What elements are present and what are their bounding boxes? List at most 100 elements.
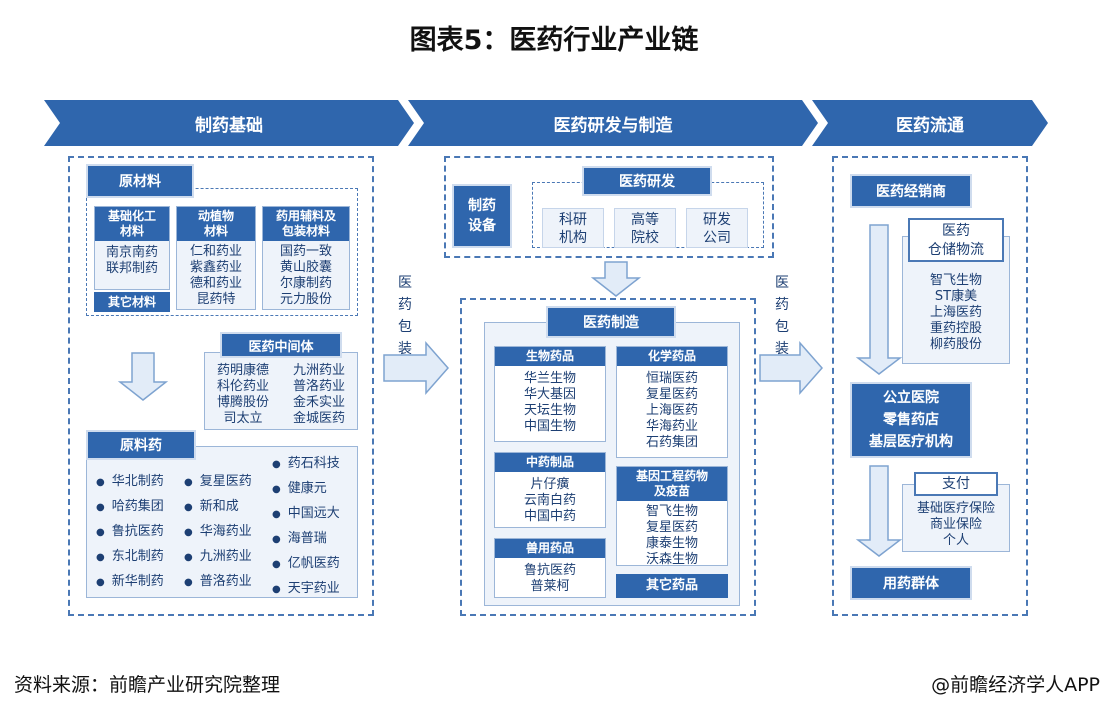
intermediate-item: 九洲药业 xyxy=(292,363,345,378)
api-item: 东北制药 xyxy=(96,545,182,570)
gene-item: 沃森生物 xyxy=(645,552,698,567)
payment-item: 商业保险 xyxy=(929,517,982,532)
chem-item: 恒瑞医药 xyxy=(645,371,698,386)
manufacturing-header: 医药制造 xyxy=(546,306,676,338)
chem-item: 华海药业 xyxy=(645,419,698,434)
plant-materials-label: 动植物 材料 xyxy=(177,207,255,241)
api-header: 原料药 xyxy=(86,430,196,460)
chem-drugs-label: 化学药品 xyxy=(617,347,727,366)
plant-materials-card: 动植物 材料 仁和药业 紫鑫药业 德和药业 昆药特 xyxy=(176,206,256,310)
brand-credit: @前瞻经济学人APP xyxy=(931,674,1100,696)
api-item: 鲁抗医药 xyxy=(96,520,182,545)
intermediate-item: 金禾实业 xyxy=(292,395,345,410)
gene-item: 复星医药 xyxy=(645,520,698,535)
other-drugs-label: 其它药品 xyxy=(616,574,728,598)
api-item: 华海药业 xyxy=(184,520,270,545)
excipient-item: 国药一致 xyxy=(279,244,332,259)
excipient-item: 黄山胶囊 xyxy=(279,260,332,275)
api-item: 哈药集团 xyxy=(96,495,182,520)
distributor-box: 医药经销商 xyxy=(850,174,972,208)
api-list-col2: 复星医药 新和成 华海药业 九洲药业 普洛药业 xyxy=(184,470,270,595)
intermediate-card: 药明康德 九洲药业 科伦药业 普洛药业 博腾股份 金禾实业 司太立 金城医药 xyxy=(204,352,358,430)
intermediate-item: 药明康德 xyxy=(216,363,269,378)
api-item: 九洲药业 xyxy=(184,545,270,570)
vet-drugs-card: 兽用药品 鲁抗医药 普莱柯 xyxy=(494,538,606,598)
api-item: 新和成 xyxy=(184,495,270,520)
gene-item: 康泰生物 xyxy=(645,536,698,551)
vet-item: 普莱柯 xyxy=(530,579,570,594)
bio-item: 华兰生物 xyxy=(523,371,576,386)
basic-chem-item: 南京南药 xyxy=(105,245,158,260)
equipment-box: 制药 设备 xyxy=(452,184,512,248)
basic-chem-item: 联邦制药 xyxy=(105,261,158,276)
rd-item-company: 研发 公司 xyxy=(686,208,748,248)
stage-label-1: 制药基础 xyxy=(195,115,263,136)
chem-item: 上海医药 xyxy=(645,403,698,418)
bio-drugs-label: 生物药品 xyxy=(495,347,605,366)
basic-chem-card: 基础化工 材料 南京南药 联邦制药 xyxy=(94,206,170,290)
api-item: 健康元 xyxy=(272,477,356,502)
source-note: 资料来源：前瞻产业研究院整理 xyxy=(14,674,281,696)
plant-item: 紫鑫药业 xyxy=(189,260,242,275)
gene-item: 智飞生物 xyxy=(645,504,698,519)
page-title: 图表5：医药行业产业链 xyxy=(409,25,699,56)
api-list-col3: 药石科技 健康元 中国远大 海普瑞 亿帆医药 天宇药业 xyxy=(272,452,356,602)
logistics-item: 智飞生物 xyxy=(929,273,982,288)
payment-label: 支付 xyxy=(914,472,998,496)
stage-label-2: 医药研发与制造 xyxy=(553,115,673,136)
bio-item: 中国生物 xyxy=(523,419,576,434)
intermediate-header: 医药中间体 xyxy=(220,332,342,358)
chem-drugs-card: 化学药品 恒瑞医药 复星医药 上海医药 华海药业 石药集团 xyxy=(616,346,728,458)
rd-header: 医药研发 xyxy=(582,166,712,196)
rd-item-university: 高等 院校 xyxy=(614,208,676,248)
bio-drugs-card: 生物药品 华兰生物 华大基因 天坛生物 中国生物 xyxy=(494,346,606,442)
api-item: 新华制药 xyxy=(96,570,182,595)
api-item: 中国远大 xyxy=(272,502,356,527)
excipient-card: 药用辅料及 包装材料 国药一致 黄山胶囊 尔康制药 元力股份 xyxy=(262,206,350,310)
packaging-label-2: 医 药 包 装 xyxy=(775,275,789,357)
vet-drugs-label: 兽用药品 xyxy=(495,539,605,558)
other-materials-label: 其它材料 xyxy=(94,292,170,312)
bio-item: 天坛生物 xyxy=(523,403,576,418)
intermediate-list: 药明康德 九洲药业 科伦药业 普洛药业 博腾股份 金禾实业 司太立 金城医药 xyxy=(205,363,357,427)
section-pharma-foundation xyxy=(68,156,374,616)
plant-item: 仁和药业 xyxy=(189,244,242,259)
bio-item: 华大基因 xyxy=(523,387,576,402)
arrow-down-rd-to-manufacturing xyxy=(590,261,642,297)
packaging-label-1: 医 药 包 装 xyxy=(398,275,412,357)
arrow-right-stage-1-to-2 xyxy=(383,341,449,395)
api-item: 华北制药 xyxy=(96,470,182,495)
vet-item: 鲁抗医药 xyxy=(523,563,576,578)
plant-item: 昆药特 xyxy=(196,292,236,307)
logistics-item: 柳药股份 xyxy=(929,337,982,352)
tcm-label: 中药制品 xyxy=(495,453,605,472)
api-item: 亿帆医药 xyxy=(272,552,356,577)
api-item: 海普瑞 xyxy=(272,527,356,552)
chem-item: 复星医药 xyxy=(645,387,698,402)
intermediate-item: 金城医药 xyxy=(292,411,345,426)
logistics-item: ST康美 xyxy=(934,289,978,304)
intermediate-item: 普洛药业 xyxy=(292,379,345,394)
payment-item: 个人 xyxy=(942,533,969,548)
chem-item: 石药集团 xyxy=(645,435,698,450)
tcm-item: 片仔癀 xyxy=(530,477,570,492)
api-item: 复星医药 xyxy=(184,470,270,495)
tcm-item: 云南白药 xyxy=(523,493,576,508)
api-item: 普洛药业 xyxy=(184,570,270,595)
intermediate-item: 科伦药业 xyxy=(216,379,269,394)
api-list-col1: 华北制药 哈药集团 鲁抗医药 东北制药 新华制药 xyxy=(96,470,182,595)
api-item: 天宇药业 xyxy=(272,577,356,602)
intermediate-item: 司太立 xyxy=(223,411,263,426)
stage-label-3: 医药流通 xyxy=(896,115,964,136)
raw-materials-header: 原材料 xyxy=(86,164,194,198)
payment-item: 基础医疗保险 xyxy=(916,501,995,516)
api-item: 药石科技 xyxy=(272,452,356,477)
raw-materials-group xyxy=(86,188,358,316)
logistics-label: 医药 仓储物流 xyxy=(908,218,1004,262)
manufacturing-section xyxy=(460,298,756,616)
tcm-item: 中国中药 xyxy=(523,509,576,524)
rd-section xyxy=(444,156,774,258)
intermediate-item: 博腾股份 xyxy=(216,395,269,410)
excipient-label: 药用辅料及 包装材料 xyxy=(263,207,349,241)
tcm-card: 中药制品 片仔癀 云南白药 中国中药 xyxy=(494,452,606,528)
